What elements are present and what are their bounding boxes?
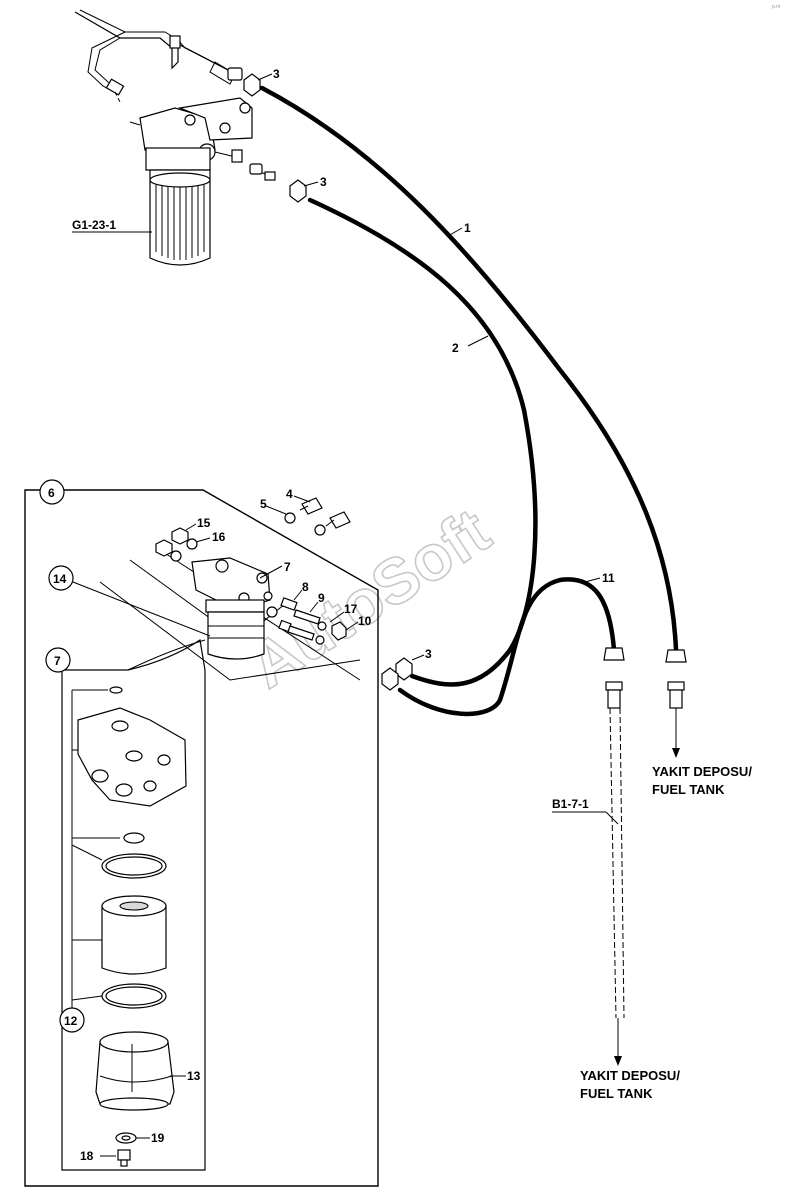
bolts-4-5: 5 4	[260, 487, 351, 536]
secondary-filter-head: 7	[191, 557, 291, 660]
label-part-13: 13	[187, 1069, 201, 1083]
dest-right-line2: FUEL TANK	[652, 782, 725, 797]
label-part-7b: 7	[54, 654, 61, 668]
label-part-5: 5	[260, 497, 267, 511]
main-filter-assembly	[129, 97, 276, 266]
label-part-11: 11	[602, 571, 615, 585]
label-part-17: 17	[344, 602, 358, 616]
label-part-10: 10	[358, 614, 372, 628]
main-filter-ref-label: G1-23-1	[72, 218, 116, 232]
label-part-3b: 3	[320, 175, 327, 189]
label-part-3c: 3	[425, 647, 432, 661]
label-part-14: 14	[53, 572, 67, 586]
label-part-7a: 7	[284, 560, 291, 574]
label-part-1: 1	[464, 221, 471, 235]
label-part-16: 16	[212, 530, 226, 544]
fuel-line-ref-label: B1-7-1	[552, 797, 589, 811]
dest-bottom-line2: FUEL TANK	[580, 1086, 653, 1101]
label-part-4: 4	[286, 487, 293, 501]
detail-box-6: 6 5 4 15 16	[24, 479, 379, 1187]
detail-box-7: 7	[45, 638, 206, 1171]
plugs-15-16: 15 16	[155, 516, 226, 562]
hose-11	[397, 577, 617, 717]
fittings-8-9-10-17: 8 9 17 10	[266, 580, 372, 645]
top-pipe-assembly	[74, 9, 243, 103]
label-part-19: 19	[151, 1131, 165, 1145]
label-part-18: 18	[80, 1149, 94, 1163]
label-part-15: 15	[197, 516, 211, 530]
hose-2	[307, 197, 538, 687]
label-part-8: 8	[302, 580, 309, 594]
label-part-3a: 3	[273, 67, 280, 81]
watermark: AutoSoft	[236, 494, 502, 702]
main-filter-ref: G1-23-1	[72, 218, 152, 233]
fitting-3-bottom: 3	[381, 647, 432, 691]
label-part-12: 12	[64, 1014, 78, 1028]
fuel-line-ref: B1-7-1	[552, 797, 619, 825]
dest-bottom-line1: YAKIT DEPOSU/	[580, 1068, 680, 1083]
fitting-3-mid: 3	[289, 175, 327, 203]
fitting-3-top: 3	[243, 67, 280, 97]
label-part-9: 9	[318, 591, 325, 605]
label-part-2: 2	[452, 341, 459, 355]
hose-1	[259, 85, 679, 653]
label-part-6: 6	[48, 486, 55, 500]
connector-middle	[603, 647, 625, 1066]
connector-right	[665, 649, 687, 758]
dest-right-line1: YAKIT DEPOSU/	[652, 764, 752, 779]
corner-mark: p.m	[772, 4, 780, 10]
